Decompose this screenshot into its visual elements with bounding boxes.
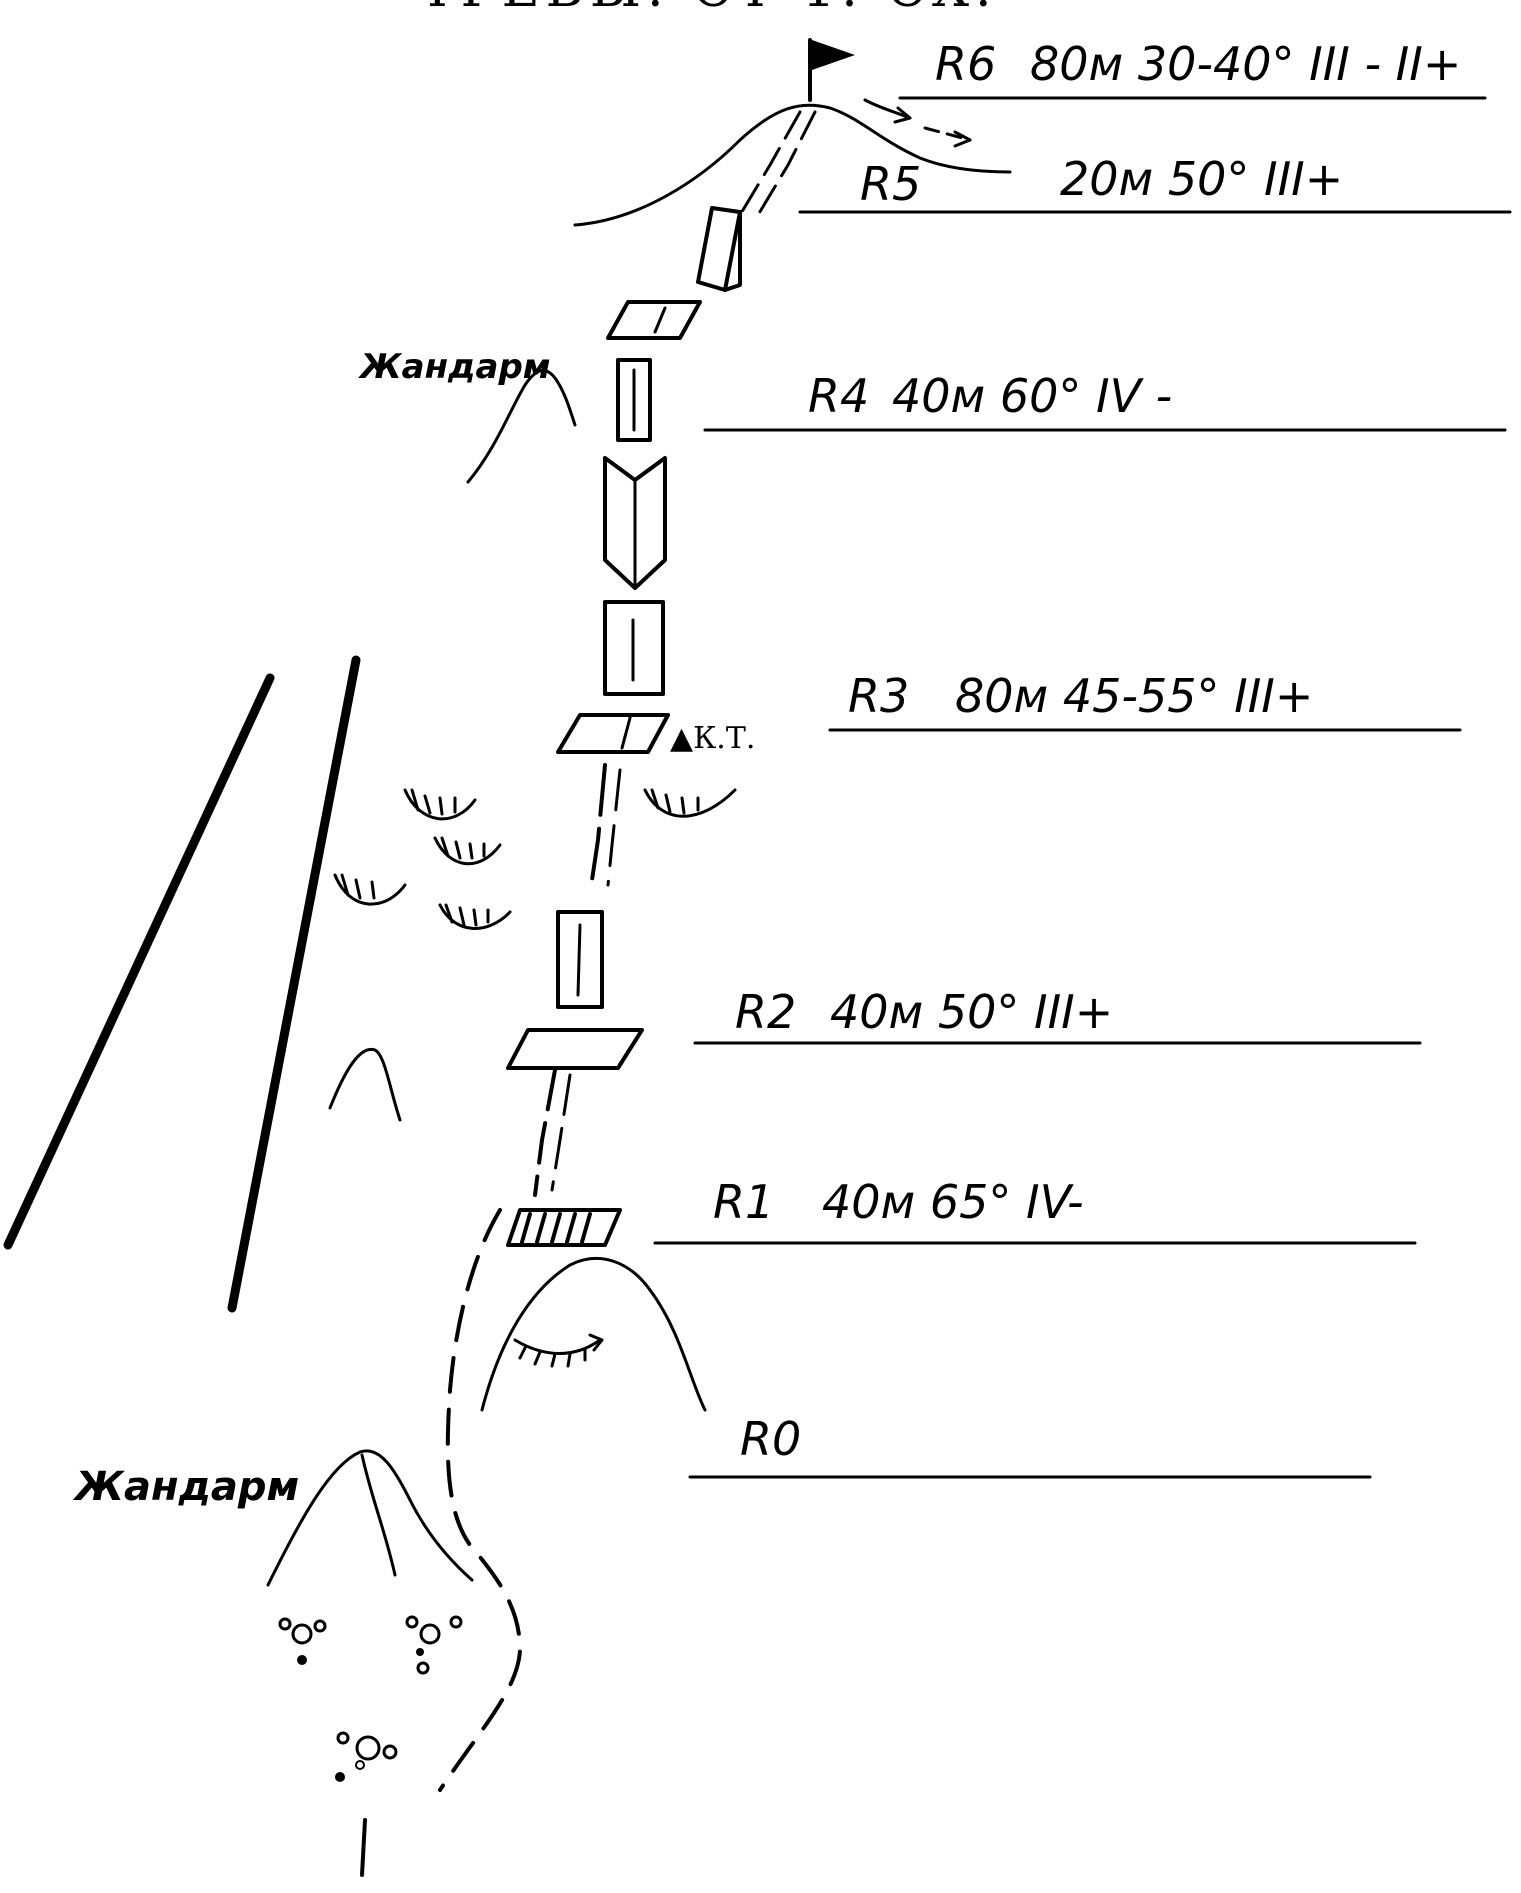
buttress-r1 <box>480 1257 707 1412</box>
gendarme-lower: Жандарм <box>72 1449 474 1587</box>
pitch-r5: R5 20м 50° III+ <box>798 152 1512 214</box>
gendarme-lower-label: Жандарм <box>72 1464 299 1510</box>
pitch-label-r1: R1 <box>713 1175 774 1229</box>
snow-patch-4 <box>438 903 512 930</box>
symbol-wall-r3 <box>603 600 665 696</box>
scree-field <box>278 1615 463 1782</box>
snow-patch-5 <box>643 788 737 818</box>
pitch-r6: R6 80м 30-40° III - II+ <box>898 37 1487 100</box>
summit-ridge <box>573 103 1012 227</box>
pitch-label-r0: R0 <box>740 1412 801 1466</box>
symbol-hatched-r1 <box>506 1208 622 1247</box>
snow-patches <box>333 788 737 930</box>
pitch-desc-r1: 40м 65° IV- <box>822 1175 1084 1229</box>
route-segment-base <box>438 1208 522 1792</box>
symbol-ledge-r3-mark <box>620 716 632 750</box>
route-segment-r2-r1 <box>533 1068 557 1197</box>
gendarme-upper-outline <box>466 369 577 484</box>
route-segment-r2-r1-b <box>550 1073 572 1192</box>
symbol-ledge-r3 <box>556 713 670 754</box>
couloir-line-inner <box>227 655 361 1313</box>
snow-patch-2 <box>433 836 502 866</box>
route-line <box>360 110 817 1877</box>
symbol-hatched-r1-lines <box>520 1212 592 1244</box>
pitch-r2: R2 40м 50° III+ <box>693 985 1422 1045</box>
symbol-dihedral-r5-b <box>723 210 742 292</box>
route-segment-top <box>738 110 802 217</box>
buttress-r1-outline <box>480 1257 707 1412</box>
symbol-dihedral-r5 <box>696 206 742 292</box>
route-segment-r3-r2-b <box>606 768 622 887</box>
snow-patch-1 <box>403 788 477 821</box>
descent-arrow-2-head <box>953 130 972 148</box>
gendarme-upper: Жандарм <box>358 347 577 484</box>
symbol-ledge-r5-mark <box>653 306 667 334</box>
gendarme-upper-label: Жандарм <box>358 347 551 387</box>
cut-header-title: ТРЕБЫ. СТ-1. СХ. <box>420 0 998 19</box>
symbol-wall-r4 <box>616 358 652 442</box>
pitch-desc-r6: 80м 30-40° III - II+ <box>1030 37 1461 91</box>
symbol-ledge-r5 <box>606 300 702 340</box>
pitch-desc-r2: 40м 50° III+ <box>830 985 1113 1039</box>
gendarme-lower-ridge <box>360 1453 397 1577</box>
rock-spur-left <box>328 1047 402 1122</box>
pitch-r1: R1 40м 65° IV- <box>653 1175 1417 1245</box>
pitch-desc-r5: 20м 50° III+ <box>1060 152 1343 206</box>
pitch-label-r4: R4 <box>808 369 869 423</box>
summit <box>573 38 1012 227</box>
summit-flag-icon <box>812 40 855 70</box>
buttress-r1-snow <box>513 1338 602 1355</box>
pitch-label-r5: R5 <box>860 157 921 211</box>
pitch-desc-r3: 80м 45-55° III+ <box>955 669 1313 723</box>
route-symbols: ▲К.Т. <box>506 206 755 1247</box>
route-segment-top-b <box>753 110 817 222</box>
route-segment-r3-r2 <box>590 763 607 882</box>
pitch-label-r3: R3 <box>848 669 909 723</box>
pitch-r3: R3 80м 45-55° III+ <box>828 669 1462 732</box>
control-point-label: ▲К.Т. <box>670 721 755 756</box>
pitch-r0: R0 <box>688 1412 1372 1479</box>
buttress-r1-snow-hatch <box>518 1346 587 1368</box>
pitch-label-r6: R6 <box>935 37 996 91</box>
snow-patch-3 <box>333 873 407 906</box>
route-start-mark <box>360 1818 367 1877</box>
couloir-line-outer <box>3 673 275 1250</box>
pitch-r4: R4 40м 60° IV - <box>703 369 1507 432</box>
symbol-ledge-r2 <box>506 1028 644 1070</box>
symbol-wall-r2-mark <box>576 923 582 997</box>
gendarme-lower-outline <box>266 1449 474 1587</box>
pitch-label-r2: R2 <box>735 985 796 1039</box>
pitch-desc-r4: 40м 60° IV - <box>892 369 1172 423</box>
buttress-r1-arrow <box>588 1333 604 1352</box>
descent-arrow-2 <box>923 126 972 142</box>
couloir <box>3 655 361 1313</box>
symbol-wall-r2 <box>556 910 604 1009</box>
descent-arrow-1-head <box>893 106 912 124</box>
descent-arrow-1 <box>863 98 912 120</box>
